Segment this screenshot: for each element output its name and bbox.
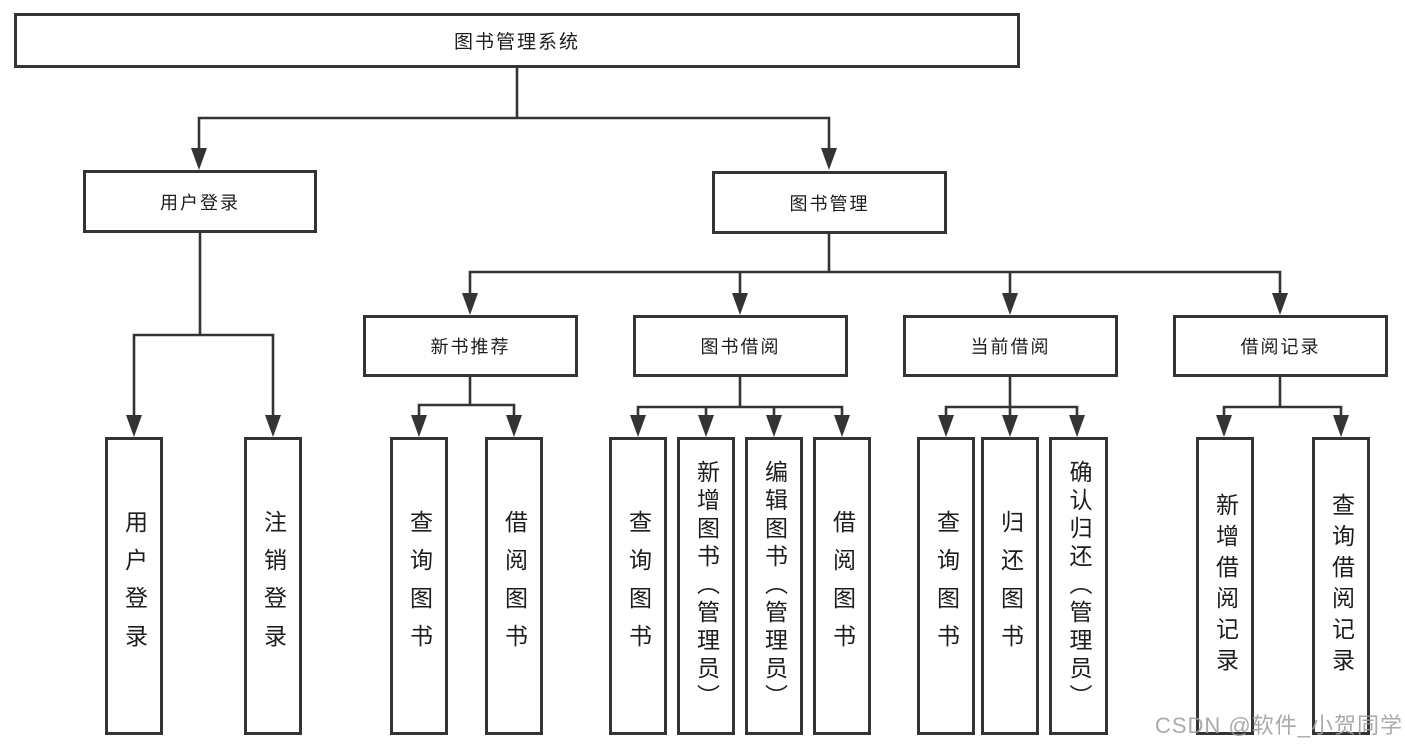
edge-user-login-children	[126, 233, 281, 437]
edge-root-to-level2	[191, 68, 837, 170]
leaf-query-books-current: 查询图书	[917, 437, 975, 735]
leaf-logout: 注销登录	[244, 437, 302, 735]
node-book-management: 图书管理	[712, 171, 947, 234]
leaf-query-borrow-record-label: 查询借阅记录	[1328, 493, 1355, 679]
node-user-login: 用户登录	[83, 170, 317, 233]
leaf-edit-book-admin-label: 编辑图书（管理员）	[761, 460, 788, 712]
leaf-confirm-return-admin-label: 确认归还（管理员）	[1066, 460, 1092, 712]
leaf-borrow-books-recommend: 借阅图书	[485, 437, 543, 735]
leaf-borrow-books-recommend-label: 借阅图书	[501, 510, 528, 662]
leaf-borrow-books: 借阅图书	[813, 437, 871, 735]
node-borrow-records: 借阅记录	[1173, 315, 1388, 377]
node-new-book-recommend: 新书推荐	[363, 315, 578, 377]
leaf-query-books-borrow-label: 查询图书	[625, 510, 652, 662]
leaf-return-book-label: 归还图书	[997, 510, 1024, 662]
leaf-query-books-borrow: 查询图书	[609, 437, 667, 735]
node-library-system-root: 图书管理系统	[14, 13, 1020, 68]
leaf-edit-book-admin: 编辑图书（管理员）	[745, 437, 803, 735]
leaf-confirm-return-admin: 确认归还（管理员）	[1049, 437, 1108, 735]
leaf-query-books-recommend-label: 查询图书	[406, 510, 433, 662]
node-book-borrow: 图书借阅	[633, 315, 848, 377]
leaf-add-borrow-record: 新增借阅记录	[1196, 437, 1254, 735]
leaf-borrow-books-label: 借阅图书	[829, 510, 856, 662]
edge-book-management-children	[462, 234, 1288, 315]
edge-borrow-record-children	[1216, 377, 1349, 437]
leaf-query-books-recommend: 查询图书	[390, 437, 448, 735]
leaf-add-borrow-record-label: 新增借阅记录	[1212, 493, 1239, 679]
leaf-add-book-admin: 新增图书（管理员）	[677, 437, 735, 735]
edge-new-book-children	[411, 377, 522, 437]
leaf-query-borrow-record: 查询借阅记录	[1312, 437, 1370, 735]
leaf-add-book-admin-label: 新增图书（管理员）	[693, 460, 720, 712]
node-current-borrow: 当前借阅	[903, 315, 1118, 377]
edge-book-borrow-children	[630, 377, 850, 437]
leaf-user-login: 用户登录	[105, 437, 163, 735]
leaf-query-books-current-label: 查询图书	[933, 510, 960, 662]
leaf-logout-label: 注销登录	[260, 510, 287, 662]
edge-current-borrow-children	[938, 377, 1085, 437]
leaf-user-login-label: 用户登录	[121, 510, 148, 662]
csdn-watermark: CSDN @软件_小贺同学	[1154, 713, 1403, 738]
leaf-return-book: 归还图书	[981, 437, 1039, 735]
